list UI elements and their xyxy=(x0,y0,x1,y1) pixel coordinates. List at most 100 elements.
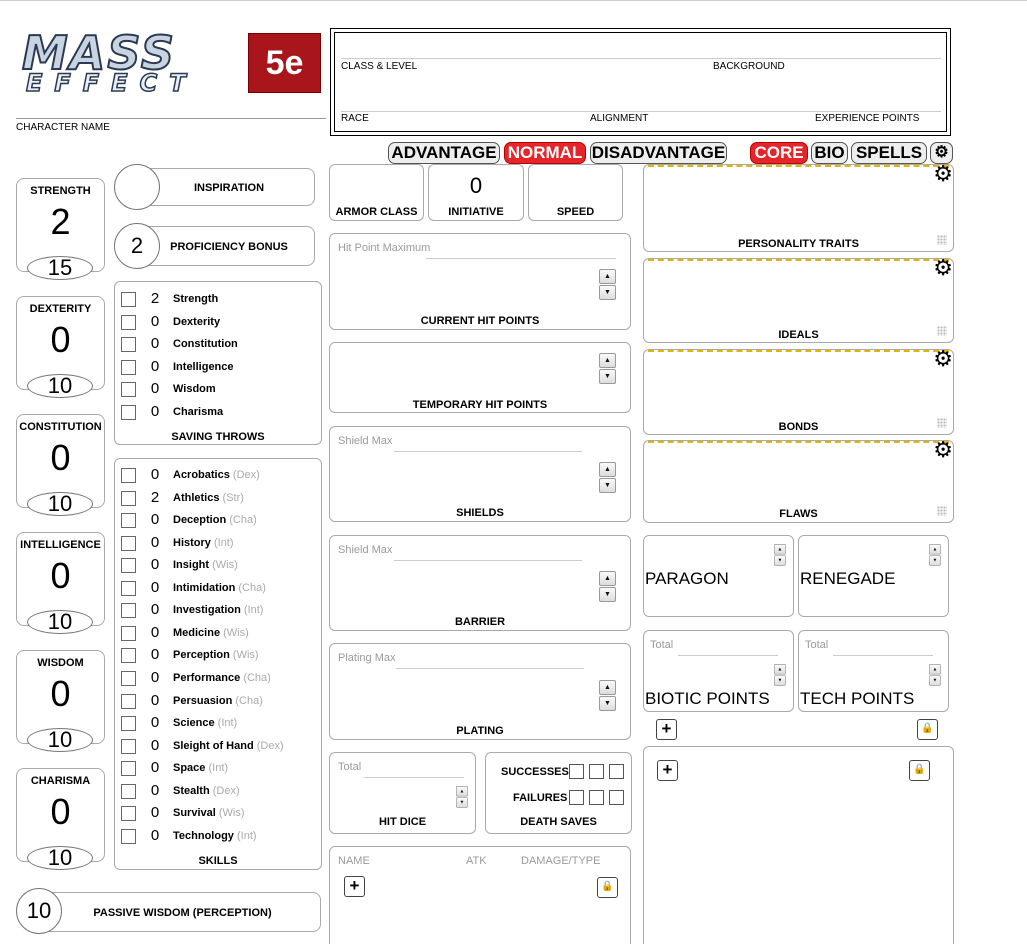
spin-up-icon[interactable]: ▲ xyxy=(774,544,786,555)
spin-up-icon[interactable]: ▲ xyxy=(929,544,941,555)
plating-stepper[interactable]: ▲▼ xyxy=(599,680,616,712)
spin-down-icon[interactable]: ▼ xyxy=(929,675,941,686)
spin-down-icon[interactable]: ▼ xyxy=(599,478,616,493)
skill-row[interactable]: Acrobatics (Dex) xyxy=(173,469,260,481)
plating-max-input[interactable] xyxy=(396,668,584,669)
lock-attacks-icon[interactable]: 🔒 xyxy=(597,877,618,898)
skill-proficiency-checkbox[interactable] xyxy=(121,828,136,844)
skill-row[interactable]: Insight (Wis) xyxy=(173,559,238,571)
save-proficiency-checkbox[interactable] xyxy=(121,359,136,375)
resize-handle-icon[interactable] xyxy=(937,418,947,428)
race-input[interactable] xyxy=(341,111,941,112)
biotic-total-input[interactable] xyxy=(678,655,778,656)
flaws-box[interactable]: ⚙ FLAWS xyxy=(643,439,954,523)
ability-score-input[interactable]: 10 xyxy=(27,610,93,634)
skill-proficiency-checkbox[interactable] xyxy=(121,783,136,799)
spin-down-icon[interactable]: ▼ xyxy=(456,797,468,808)
skill-proficiency-checkbox[interactable] xyxy=(121,761,136,777)
skill-proficiency-checkbox[interactable] xyxy=(121,670,136,686)
tab-core[interactable]: CORE xyxy=(750,142,808,164)
skill-proficiency-checkbox[interactable] xyxy=(121,558,136,574)
failure-checkbox-3[interactable] xyxy=(609,790,624,805)
tab-advantage[interactable]: ADVANTAGE xyxy=(388,142,500,164)
success-checkbox-1[interactable] xyxy=(569,764,584,779)
spin-down-icon[interactable]: ▼ xyxy=(599,369,616,384)
tab-spells[interactable]: SPELLS xyxy=(851,142,927,164)
hit-dice-stepper[interactable]: ▲▼ xyxy=(456,786,468,808)
bonds-box[interactable]: ⚙ BONDS xyxy=(643,346,954,435)
skill-row[interactable]: History (Int) xyxy=(173,537,234,549)
skill-row[interactable]: Stealth (Dex) xyxy=(173,785,240,797)
ability-score-input[interactable]: 10 xyxy=(27,728,93,752)
personality-traits-box[interactable]: ⚙ PERSONALITY TRAITS xyxy=(643,163,954,252)
shield-max-input[interactable] xyxy=(394,451,582,452)
resize-handle-icon[interactable] xyxy=(937,235,947,245)
spin-up-icon[interactable]: ▲ xyxy=(599,680,616,695)
success-checkbox-2[interactable] xyxy=(589,764,604,779)
lock-features-icon[interactable]: 🔒 xyxy=(909,760,930,781)
tab-normal[interactable]: NORMAL xyxy=(504,142,586,164)
success-checkbox-3[interactable] xyxy=(609,764,624,779)
skill-proficiency-checkbox[interactable] xyxy=(121,468,136,483)
ability-score-input[interactable]: 10 xyxy=(27,846,93,870)
skill-proficiency-checkbox[interactable] xyxy=(121,693,136,709)
spin-down-icon[interactable]: ▼ xyxy=(599,587,616,602)
skill-row[interactable]: Persuasion (Cha) xyxy=(173,695,263,707)
save-name[interactable]: Intelligence xyxy=(173,360,234,373)
spin-up-icon[interactable]: ▲ xyxy=(599,269,616,284)
tab-bio[interactable]: BIO xyxy=(811,142,848,164)
spin-up-icon[interactable]: ▲ xyxy=(774,664,786,675)
skill-proficiency-checkbox[interactable] xyxy=(121,716,136,732)
spin-up-icon[interactable]: ▲ xyxy=(599,571,616,586)
failure-checkbox-1[interactable] xyxy=(569,790,584,805)
save-proficiency-checkbox[interactable] xyxy=(121,337,136,352)
biotic-points-stepper[interactable]: ▲▼ xyxy=(774,664,786,686)
tech-total-input[interactable] xyxy=(833,655,933,656)
save-name[interactable]: Strength xyxy=(173,293,219,305)
skill-row[interactable]: Medicine (Wis) xyxy=(173,627,249,639)
skill-proficiency-checkbox[interactable] xyxy=(121,625,136,641)
skill-proficiency-checkbox[interactable] xyxy=(121,513,136,529)
renegade-stepper[interactable]: ▲▼ xyxy=(929,544,941,566)
save-name[interactable]: Wisdom xyxy=(173,383,216,395)
skill-row[interactable]: Intimidation (Cha) xyxy=(173,582,266,594)
spin-up-icon[interactable]: ▲ xyxy=(599,462,616,477)
skill-proficiency-checkbox[interactable] xyxy=(121,603,136,619)
skill-proficiency-checkbox[interactable] xyxy=(121,490,136,506)
paragon-stepper[interactable]: ▲▼ xyxy=(774,544,786,566)
add-feature-button[interactable]: + xyxy=(657,760,678,781)
temp-hp-stepper[interactable]: ▲▼ xyxy=(599,353,616,385)
resize-handle-icon[interactable] xyxy=(937,506,947,516)
skill-proficiency-checkbox[interactable] xyxy=(121,648,136,664)
hp-max-input[interactable] xyxy=(426,258,616,259)
current-hp-stepper[interactable]: ▲▼ xyxy=(599,269,616,301)
spin-down-icon[interactable]: ▼ xyxy=(599,696,616,711)
ability-score-input[interactable]: 10 xyxy=(27,374,93,398)
save-name[interactable]: Dexterity xyxy=(173,315,221,328)
skill-row[interactable]: Deception (Cha) xyxy=(173,514,257,526)
save-proficiency-checkbox[interactable] xyxy=(121,382,136,397)
skill-row[interactable]: Survival (Wis) xyxy=(173,807,245,819)
shields-stepper[interactable]: ▲▼ xyxy=(599,462,616,494)
settings-gear-icon[interactable]: ⚙ xyxy=(930,142,953,164)
tab-disadvantage[interactable]: DISADVANTAGE xyxy=(590,142,727,164)
add-attack-button[interactable]: + xyxy=(344,876,365,897)
barrier-stepper[interactable]: ▲▼ xyxy=(599,571,616,603)
ability-score-input[interactable]: 15 xyxy=(27,256,93,280)
add-power-button[interactable]: + xyxy=(656,719,677,740)
skill-row[interactable]: Performance (Cha) xyxy=(173,672,271,684)
skill-row[interactable]: Perception (Wis) xyxy=(173,649,259,661)
spin-up-icon[interactable]: ▲ xyxy=(929,664,941,675)
bonds-gear-icon[interactable]: ⚙ xyxy=(933,346,953,371)
hit-dice-total-input[interactable] xyxy=(364,777,464,778)
spin-down-icon[interactable]: ▼ xyxy=(599,285,616,300)
tech-points-stepper[interactable]: ▲▼ xyxy=(929,664,941,686)
spin-up-icon[interactable]: ▲ xyxy=(599,353,616,368)
skill-row[interactable]: Sleight of Hand (Dex) xyxy=(173,740,284,752)
save-proficiency-checkbox[interactable] xyxy=(121,314,136,330)
class-level-input[interactable] xyxy=(341,58,941,59)
lock-powers-icon[interactable]: 🔒 xyxy=(917,719,938,740)
skill-proficiency-checkbox[interactable] xyxy=(121,580,136,596)
resize-handle-icon[interactable] xyxy=(937,326,947,336)
failure-checkbox-2[interactable] xyxy=(589,790,604,805)
